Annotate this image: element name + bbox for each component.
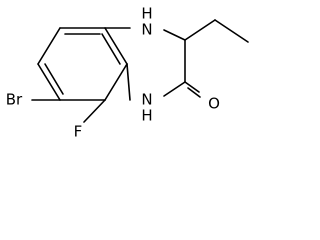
atom-label-oxygen: O <box>208 95 220 113</box>
bond-c6-c1 <box>104 27 128 65</box>
bond-c5-f <box>83 99 106 123</box>
bond-n-top-c-ethyl <box>163 29 186 41</box>
bond-c2-c3 <box>37 27 61 65</box>
atom-label-nh-top-h: H <box>141 5 152 23</box>
atom-label-bromine: Br <box>6 91 23 109</box>
molecule-diagram: H N N H O Br F <box>6 5 249 141</box>
bond-c3-c4-inner <box>44 63 64 95</box>
bond-c5-c6 <box>104 63 128 101</box>
atom-label-nh-bottom-n: N <box>141 91 152 109</box>
atom-label-nh-bottom-h: H <box>141 107 152 125</box>
bond-carbonyl-1 <box>184 81 200 93</box>
atom-label-fluorine: F <box>74 123 83 141</box>
atom-label-nh-top-n: N <box>141 21 152 39</box>
bond-ethyl-ch2 <box>184 19 216 41</box>
bond-ethyl-ch3 <box>214 19 249 43</box>
bond-c-carbonyl-n-bottom <box>163 81 186 97</box>
bond-c6-c1-inner <box>101 33 121 65</box>
bond-c3-c4 <box>37 63 61 101</box>
bond-carbonyl-2 <box>187 87 201 98</box>
bond-n-bottom-c6 <box>126 63 131 101</box>
